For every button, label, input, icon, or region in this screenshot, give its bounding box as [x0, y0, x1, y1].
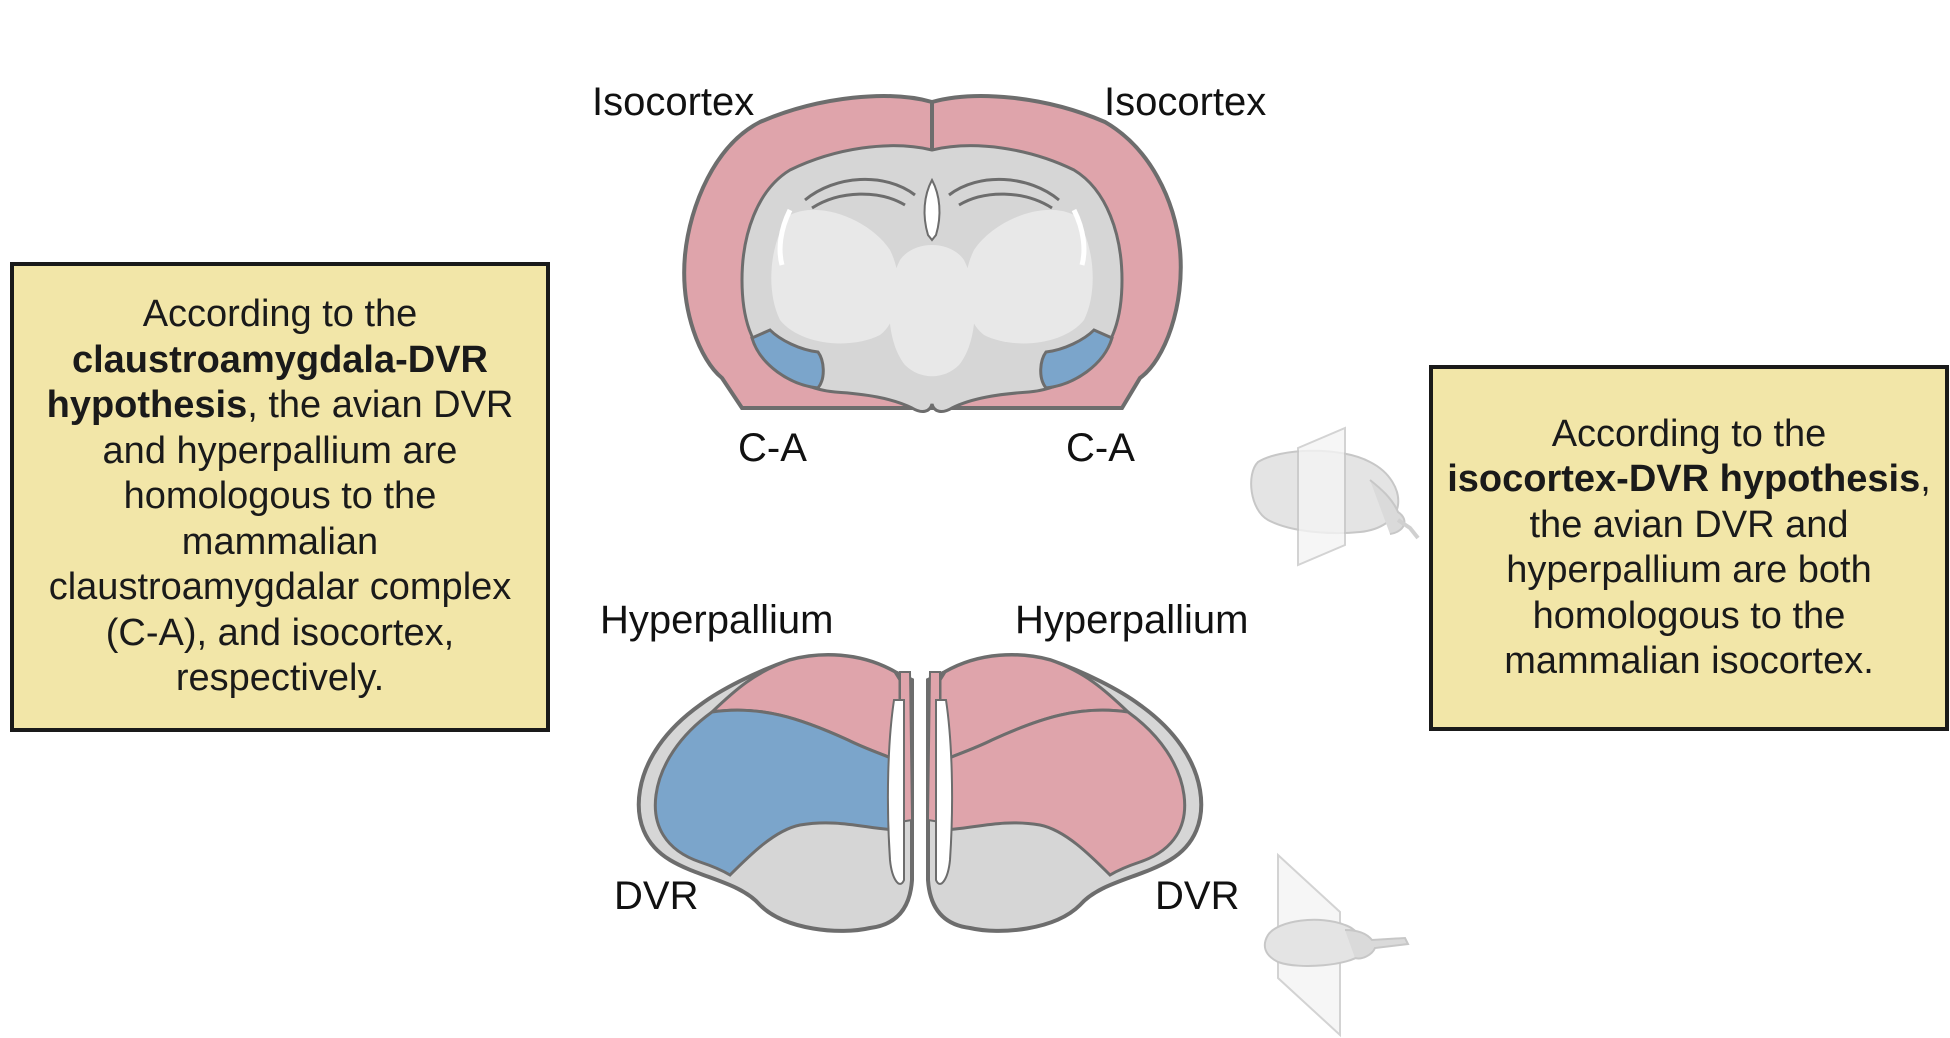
bird-right-ventricle: [935, 699, 954, 885]
bird-brain-coronal-plane-icon: [1263, 852, 1410, 1038]
label-ca-right: C-A: [1066, 426, 1135, 470]
label-dvr-right: DVR: [1155, 874, 1240, 918]
label-hyperpallium-left: Hyperpallium: [600, 598, 834, 642]
left-box-intro: According to the: [142, 293, 418, 336]
mammal-hippocampus-left: [804, 178, 916, 210]
bird-right-dvr-region: [938, 708, 1187, 877]
bird-brain-section: [636, 653, 1204, 933]
right-box-body: , the avian DVR and hyperpallium are bot…: [1504, 458, 1931, 682]
mammal-thalamus: [889, 245, 975, 377]
label-isocortex-left: Isocortex: [592, 80, 755, 124]
claustroamygdala-hypothesis-box: According to the claustroamygdala-DVR hy…: [10, 262, 550, 732]
label-ca-left: C-A: [738, 426, 807, 470]
right-box-hypothesis-name: isocortex-DVR hypothesis: [1447, 458, 1921, 500]
mammal-lateral-ventricle-left: [777, 208, 793, 266]
mammal-striatum-right: [965, 209, 1093, 344]
label-hyperpallium-right: Hyperpallium: [1015, 598, 1249, 642]
mammal-lateral-ventricle-right: [1071, 208, 1087, 266]
mammal-ca-left-region: [750, 328, 825, 390]
label-isocortex-right: Isocortex: [1104, 80, 1267, 124]
isocortex-hypothesis-box: According to the isocortex-DVR hypothesi…: [1429, 365, 1949, 731]
mammal-hippocampus-right: [948, 178, 1060, 210]
mammal-striatum-left: [771, 209, 899, 344]
mammal-ventricle: [923, 177, 941, 242]
label-dvr-left: DVR: [614, 874, 699, 918]
left-box-hypothesis-name: claustroamygdala-DVR hypothesis: [46, 338, 488, 427]
bird-left-ventricle: [886, 699, 905, 885]
mouse-brain-coronal-plane-icon: [1250, 426, 1420, 567]
right-box-intro: According to the: [1551, 412, 1827, 455]
left-box-body: , the avian DVR and hyperpallium are hom…: [48, 384, 514, 700]
mammal-brain-section: [682, 94, 1183, 413]
bird-left-dvr-region: [653, 708, 902, 877]
mammal-ca-right-region: [1039, 328, 1114, 390]
isocortex-hypothesis-text: According to the isocortex-DVR hypothesi…: [1447, 412, 1931, 685]
claustroamygdala-hypothesis-text: According to the claustroamygdala-DVR hy…: [32, 292, 528, 702]
